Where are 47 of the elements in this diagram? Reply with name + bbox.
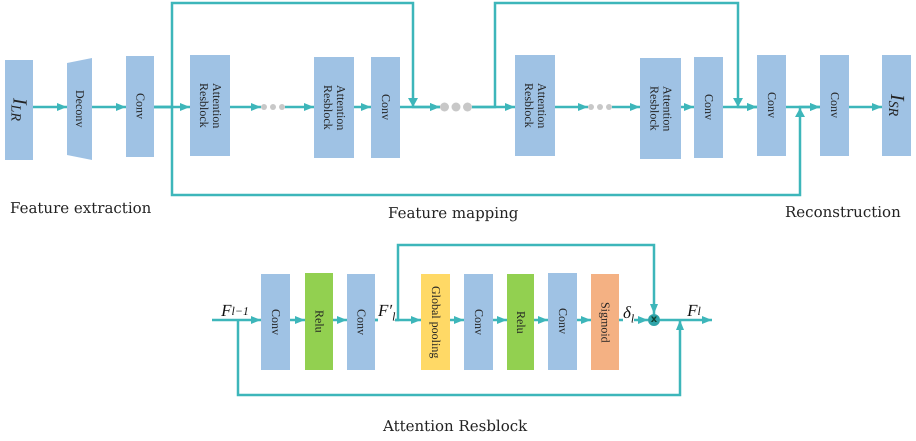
conv-block [261,274,290,370]
input-image-block [5,60,33,160]
relu-block [305,273,333,370]
multiply-sign: x [650,315,658,325]
attention-resblock-block [190,55,230,156]
layer-label: Relu [312,310,326,333]
layer-label: Conv [556,308,570,334]
section-caption: Feature extraction [10,199,152,217]
conv-block [548,273,577,370]
conv-block [757,55,786,156]
conv-block [126,56,154,157]
global-pooling-block [421,274,450,370]
conv-block [464,274,493,370]
layer-label: Conv [828,92,842,118]
layer-label: Attention Resblock [522,82,548,130]
attention-resblock-block [314,57,354,158]
layer-label: Attention Resblock [320,84,348,132]
section-caption: Reconstruction [785,203,901,221]
layer-label: Deconv [72,90,86,128]
layer-label: Conv [764,92,778,118]
layer-label: Attention Resblock [196,82,224,130]
ellipsis-dots [588,102,612,112]
layer-label: Global pooling [428,286,442,358]
multiply-node [648,314,660,326]
layer-label: Conv [354,308,368,335]
layer-label: Conv [133,93,147,120]
conv-block [820,55,849,156]
layer-label: Relu [514,310,528,334]
attention-resblock-block [515,55,555,156]
conv-block [371,57,400,158]
section-caption: Attention Resblock [383,417,528,435]
layer-label: Conv [472,308,486,335]
layer-label: Conv [378,94,392,120]
attention-resblock-block [640,58,681,159]
sigmoid-block [591,274,619,370]
ellipsis-dots [261,102,285,112]
layer-label: Sigmoid [598,302,612,342]
relu-block [507,274,534,370]
ellipsis-dots [440,100,472,114]
layer-label: Attention Resblock [647,84,674,134]
section-caption: Feature mapping [388,204,518,222]
conv-block [347,274,375,370]
conv-block [694,57,723,158]
layer-label: Conv [702,94,716,120]
deconv-block [67,58,92,160]
layer-label: Conv [268,308,282,335]
output-image-block [882,55,911,156]
